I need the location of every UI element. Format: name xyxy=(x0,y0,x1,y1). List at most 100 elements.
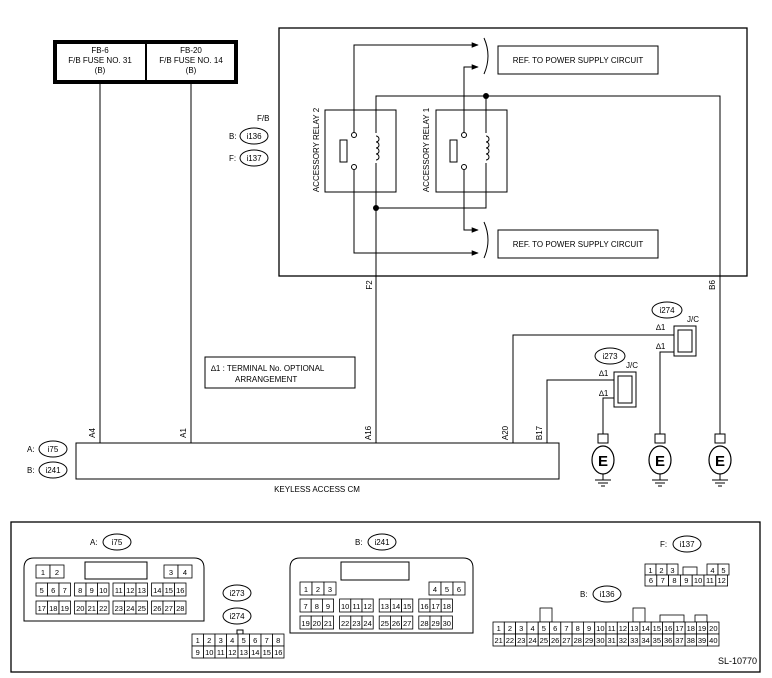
pin-cell: 24 xyxy=(361,615,374,630)
conn-f-label: F: xyxy=(660,540,667,549)
pin-number: 3 xyxy=(219,636,223,645)
fb20-line3: (B) xyxy=(186,66,197,75)
pin-cell: 7 xyxy=(656,574,669,587)
pin-cell: 6 xyxy=(644,574,658,587)
pin-cell: 23 xyxy=(515,633,528,647)
pin-cell: 27 xyxy=(401,615,414,630)
pin-cell: 8 xyxy=(571,621,584,635)
terminal-note: ∆1 : TERMINAL No. OPTIONAL ARRANGEMENT xyxy=(204,356,356,389)
relay1-coil xyxy=(485,135,490,161)
pin-number: 5 xyxy=(242,636,246,645)
pin-cell: 28 xyxy=(571,633,584,647)
pin-number: 9 xyxy=(326,602,330,611)
pin-cell: 5 xyxy=(717,563,730,576)
jc-i274-label: J/C xyxy=(687,315,699,324)
pin-number: 30 xyxy=(443,619,451,628)
pin-number: 8 xyxy=(78,586,82,595)
pin-number: 34 xyxy=(641,636,649,645)
keyless-access-cm: KEYLESS ACCESS CM A4 A1 A16 A20 B17 xyxy=(75,425,560,494)
pin-cell: 12 xyxy=(226,645,239,659)
connector-code-i137 xyxy=(239,149,269,167)
pin-number: 13 xyxy=(381,602,389,611)
pin-cell: 3 xyxy=(666,563,679,576)
connector-code-i136 xyxy=(239,127,269,145)
pin-number: 12 xyxy=(619,624,627,633)
pin-number: 12 xyxy=(363,602,371,611)
pin-cell: 24 xyxy=(526,633,539,647)
pin-cell: 21 xyxy=(85,600,98,615)
pin-number: 7 xyxy=(564,624,568,633)
pin-number: 33 xyxy=(630,636,638,645)
pin-number: 4 xyxy=(183,568,187,577)
pin-cell: 26 xyxy=(549,633,562,647)
fb-title: F/B xyxy=(257,114,269,123)
pin-cell: 30 xyxy=(594,633,607,647)
pin-cell: 15 xyxy=(260,645,273,659)
pin-cell: 16 xyxy=(662,621,675,635)
pin-cell: 13 xyxy=(628,621,641,635)
accessory-relay-2: ACCESSORY RELAY 2 xyxy=(312,107,397,193)
pin-cell: 23 xyxy=(112,600,125,615)
pin-number: 25 xyxy=(540,636,548,645)
pin-number: 15 xyxy=(653,624,661,633)
pin-number: 22 xyxy=(341,619,349,628)
pin-number: 10 xyxy=(99,586,107,595)
pin-a1: A1 xyxy=(179,428,188,438)
pin-cell: 35 xyxy=(650,633,663,647)
conn-b241-code: i241 xyxy=(374,538,390,547)
pin-cell: 24 xyxy=(124,600,137,615)
ground-label: E xyxy=(715,453,725,470)
pin-number: 27 xyxy=(403,619,411,628)
pin-cell: 13 xyxy=(237,645,250,659)
pin-cell: 31 xyxy=(605,633,618,647)
pin-cell: 4 xyxy=(226,633,239,647)
pin-cell: 11 xyxy=(605,621,618,635)
pin-number: 15 xyxy=(165,586,173,595)
conn-jc-code1: i273 xyxy=(229,589,245,598)
pin-number: 11 xyxy=(353,602,361,611)
pin-number: 10 xyxy=(596,624,604,633)
pin-cell: 9 xyxy=(583,621,596,635)
pin-number: 31 xyxy=(607,636,615,645)
pin-number: 15 xyxy=(403,602,411,611)
pin-number: 21 xyxy=(324,619,332,628)
pin-cell: 14 xyxy=(151,582,164,597)
pin-cell: 12 xyxy=(361,598,374,613)
fuse-box: FB-6 F/B FUSE NO. 31 (B) FB-20 F/B FUSE … xyxy=(53,40,238,84)
pin-cell: 4 xyxy=(177,564,193,579)
pin-a20: A20 xyxy=(501,425,510,440)
pin-number: 14 xyxy=(641,624,649,633)
pin-number: 30 xyxy=(596,636,604,645)
connector-panel xyxy=(10,521,761,673)
ref-boxes: REF. TO POWER SUPPLY CIRCUIT REF. TO POW… xyxy=(497,45,659,259)
pin-cell: 22 xyxy=(503,633,516,647)
pin-cell: 7 xyxy=(560,621,573,635)
pin-number: 10 xyxy=(694,576,702,585)
jc-i273-code: i273 xyxy=(602,352,618,361)
pin-number: 38 xyxy=(687,636,695,645)
conn-a-label: A: xyxy=(90,538,98,547)
relay2-coil xyxy=(375,135,380,161)
jc-i274-star-a: ∆1 xyxy=(656,323,666,332)
pin-cell: 4 xyxy=(526,621,539,635)
conn-b136-code: i136 xyxy=(599,590,615,599)
pin-cell: 8 xyxy=(74,582,87,597)
pin-cell: 22 xyxy=(339,615,352,630)
pin-cell: 2 xyxy=(203,633,216,647)
pin-cell: 17 xyxy=(429,598,442,613)
pin-number: 26 xyxy=(551,636,559,645)
pin-cell: 9 xyxy=(191,645,204,659)
pin-cell: 33 xyxy=(628,633,641,647)
wire-label-b6: B6 xyxy=(708,280,717,290)
pin-number: 1 xyxy=(41,568,45,577)
pin-number: 21 xyxy=(494,636,502,645)
pin-number: 16 xyxy=(274,648,282,657)
pin-number: 7 xyxy=(304,602,308,611)
pin-number: 20 xyxy=(76,604,84,613)
pin-cell: 12 xyxy=(715,574,728,587)
jc-i273-star-a: ∆1 xyxy=(599,369,609,378)
pin-number: 2 xyxy=(55,568,59,577)
pin-number: 3 xyxy=(328,585,332,594)
fb-labels: F/B B: i136 F: i137 xyxy=(229,114,269,167)
